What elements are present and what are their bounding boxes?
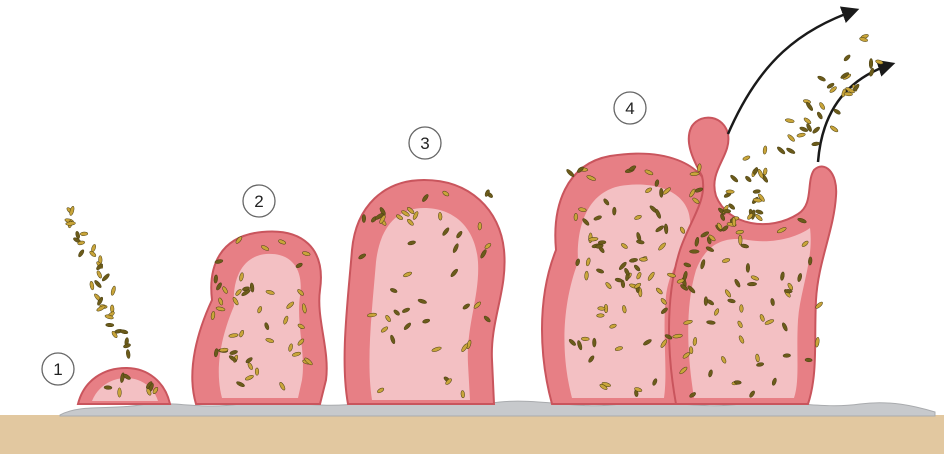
spore [812, 126, 821, 134]
spore [126, 349, 131, 358]
spore [101, 273, 110, 282]
spore [80, 232, 88, 236]
spore [598, 306, 606, 310]
spore [255, 368, 259, 375]
spore [744, 175, 752, 183]
spore [612, 207, 616, 215]
ground-substrate [0, 415, 944, 454]
step-number-1: 1 [53, 360, 62, 379]
spore [753, 189, 761, 193]
spore [785, 118, 795, 123]
spore [754, 213, 763, 222]
spore [747, 282, 757, 286]
step-label-4: 4 [614, 92, 646, 124]
spore [598, 240, 606, 244]
spore [96, 270, 103, 279]
spore [746, 263, 750, 272]
spore [593, 338, 597, 347]
spore [763, 146, 768, 155]
spore [581, 337, 589, 341]
spore [77, 249, 84, 258]
spore [811, 141, 819, 146]
spore [726, 190, 735, 194]
spore [478, 222, 482, 230]
spore [730, 174, 739, 183]
step-number-4: 4 [625, 99, 634, 118]
spore [689, 250, 699, 254]
spore [843, 54, 851, 62]
spore [728, 203, 736, 211]
spore [659, 188, 663, 197]
step-number-2: 2 [254, 192, 263, 211]
step-number-3: 3 [420, 134, 429, 153]
spore [120, 329, 129, 334]
spore [875, 59, 884, 65]
spore [763, 168, 768, 176]
spore [869, 68, 875, 77]
spore [818, 102, 825, 111]
spore [816, 111, 823, 120]
spore [738, 235, 742, 245]
spore [118, 388, 122, 397]
spore [833, 108, 841, 115]
spore [829, 125, 838, 133]
spore [869, 58, 873, 68]
spore [739, 305, 743, 313]
spore [723, 209, 731, 213]
spore [734, 380, 741, 384]
spore [106, 323, 114, 327]
spore [597, 314, 605, 318]
spore [704, 297, 708, 306]
spore [123, 343, 131, 349]
step-label-2: 2 [243, 185, 275, 217]
step-label-3: 3 [409, 127, 441, 159]
spore [574, 213, 578, 221]
release-arrow-lower [818, 64, 892, 162]
spore [584, 271, 588, 280]
release-arrow-upper [728, 10, 856, 134]
spore [89, 281, 94, 290]
spore [787, 134, 796, 143]
spore [786, 147, 796, 155]
spore [817, 75, 826, 82]
spore [742, 155, 750, 161]
spore [362, 214, 366, 222]
stage-3-fruiting-body [345, 180, 505, 404]
spore [639, 258, 647, 262]
spore [783, 354, 791, 358]
spore [776, 146, 786, 155]
step-label-1: 1 [42, 353, 74, 385]
spore [566, 168, 576, 177]
spore [104, 386, 112, 390]
spore [110, 286, 116, 296]
spore [93, 279, 102, 288]
spore [805, 358, 812, 362]
spore [797, 132, 806, 137]
